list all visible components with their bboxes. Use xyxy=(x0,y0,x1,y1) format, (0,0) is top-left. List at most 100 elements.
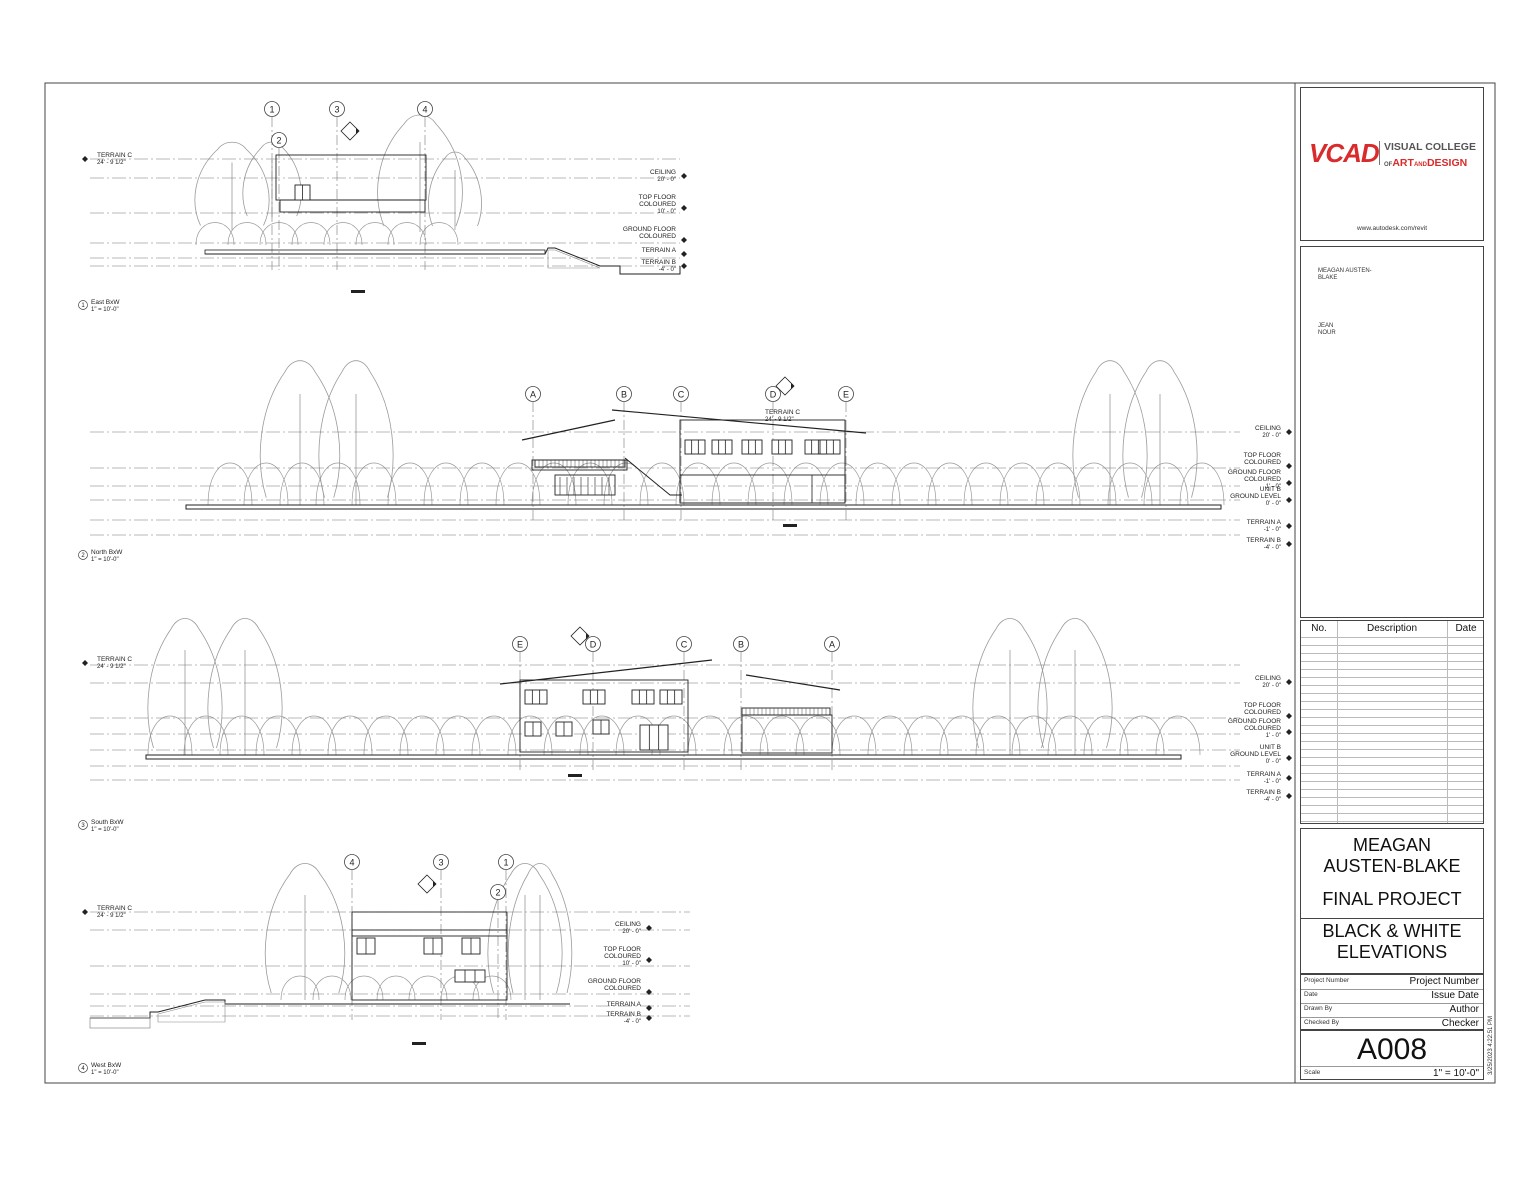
author-line1: MEAGAN xyxy=(1352,835,1431,855)
level-symbol xyxy=(646,957,652,963)
level-name: TERRAIN B xyxy=(1246,537,1281,544)
level-name: TERRAIN B xyxy=(606,1011,641,1018)
tree-bush xyxy=(472,975,512,1001)
level-elevation: -4' - 0" xyxy=(1264,797,1281,803)
window xyxy=(631,689,655,705)
logo-panel: VCAD VISUAL COLLEGE OFARTANDDESIGN www.a… xyxy=(1300,87,1484,241)
tree-bush xyxy=(207,462,253,506)
tree-bush xyxy=(315,462,361,506)
level-name: CEILING xyxy=(615,921,641,928)
revision-row-line xyxy=(1301,797,1483,798)
level-symbol xyxy=(681,173,687,179)
tree-bush xyxy=(1107,462,1153,506)
tree-bush xyxy=(243,462,289,506)
tree-tall xyxy=(318,360,394,505)
grid-bubble xyxy=(838,386,854,402)
section-arrow xyxy=(791,383,794,389)
level-elevation: -1' - 0" xyxy=(1264,779,1281,785)
rev-header-date: Date xyxy=(1455,623,1477,634)
grid-bubble xyxy=(824,636,840,652)
tree-bush xyxy=(639,462,685,506)
level-symbol xyxy=(1286,775,1292,781)
north-arrow-bar xyxy=(412,1042,426,1045)
level-symbol xyxy=(646,925,652,931)
level-elevation: -4' - 0" xyxy=(624,1019,641,1025)
revision-row-line xyxy=(1301,685,1483,686)
tree-bush xyxy=(711,462,757,506)
tree-bush xyxy=(399,715,445,756)
level-symbol xyxy=(681,251,687,257)
tree-bush xyxy=(891,462,937,506)
project-title: FINAL PROJECT xyxy=(1322,889,1462,909)
level-name: TOP FLOOR xyxy=(639,194,677,201)
north-main-wall xyxy=(679,419,846,504)
revision-row-line xyxy=(1301,765,1483,766)
grid-label: B xyxy=(738,640,744,650)
revision-col-line xyxy=(1447,621,1448,823)
grid-label: 3 xyxy=(438,858,443,868)
level-name: COLOURED xyxy=(639,233,676,240)
rev-header-description: Description xyxy=(1366,623,1418,634)
level-name: CEILING xyxy=(1255,425,1281,432)
logo: VCAD VISUAL COLLEGE OFARTANDDESIGN xyxy=(1309,138,1479,172)
south-right-roof xyxy=(745,674,841,691)
railing xyxy=(534,459,626,468)
tree-bush xyxy=(423,462,469,506)
level-symbol xyxy=(681,205,687,211)
section-arrow xyxy=(356,128,359,134)
tree-bush xyxy=(419,222,459,246)
logo-divider xyxy=(1379,141,1380,165)
revision-row-line xyxy=(1301,741,1483,742)
sheet-title-panel: BLACK & WHITE ELEVATIONS xyxy=(1300,918,1484,974)
level-name: UNIT B xyxy=(1260,744,1281,751)
level-name: CEILING xyxy=(650,169,676,176)
logo-mark: VCAD xyxy=(1309,138,1380,168)
tree-tall xyxy=(972,618,1048,755)
tree-bush xyxy=(255,715,301,756)
level-name: GROUND FLOOR xyxy=(1228,718,1281,725)
tree-bush xyxy=(819,462,865,506)
level-name: CEILING xyxy=(1255,675,1281,682)
level-symbol xyxy=(1286,755,1292,761)
tree-bush xyxy=(795,715,841,756)
tree-bush xyxy=(471,715,517,756)
level-elevation: 0' - 0" xyxy=(1266,501,1281,507)
tree-tall xyxy=(487,863,563,1000)
field-date: Date Issue Date xyxy=(1301,989,1483,1004)
grid-label: A xyxy=(829,640,835,650)
north-stair xyxy=(624,457,682,496)
south-right-wall xyxy=(741,714,833,754)
revision-row-line xyxy=(1301,701,1483,702)
north-main-roof xyxy=(611,409,867,434)
grid-label: C xyxy=(678,390,685,400)
view-scale: 1" = 10'-0" xyxy=(91,827,119,833)
grid-label: B xyxy=(621,390,627,400)
grid-bubble xyxy=(329,101,345,117)
tree-bush xyxy=(759,715,805,756)
section-arrow xyxy=(586,633,589,639)
name-2: JEAN NOUR xyxy=(1318,323,1336,336)
sheet-title-line2: ELEVATIONS xyxy=(1336,942,1448,962)
window xyxy=(819,439,841,455)
window xyxy=(582,689,606,705)
south-main-wall xyxy=(519,679,689,753)
north-arrow-bar xyxy=(568,774,582,777)
level-elevation: 24' - 9 1/2" xyxy=(97,160,126,166)
revision-row-line xyxy=(1301,645,1483,646)
level-symbol xyxy=(646,989,652,995)
sheet-title-line1: BLACK & WHITE xyxy=(1322,921,1462,941)
level-name: COLOURED xyxy=(1244,476,1281,483)
scale-row: Scale 1" = 10'-0" xyxy=(1301,1066,1483,1081)
north-left-roof xyxy=(521,419,616,441)
level-elevation: 1' - 0" xyxy=(1266,484,1281,490)
grid-label: E xyxy=(517,640,523,650)
sheet-number: A008 xyxy=(1356,1033,1428,1066)
tree-bush xyxy=(408,975,448,1001)
level-symbol xyxy=(82,660,88,666)
grid-bubble xyxy=(585,636,601,652)
level-name: GROUND FLOOR xyxy=(588,978,641,985)
revision-row-line xyxy=(1301,677,1483,678)
tree-bush xyxy=(323,222,363,246)
tree-bush xyxy=(459,462,505,506)
